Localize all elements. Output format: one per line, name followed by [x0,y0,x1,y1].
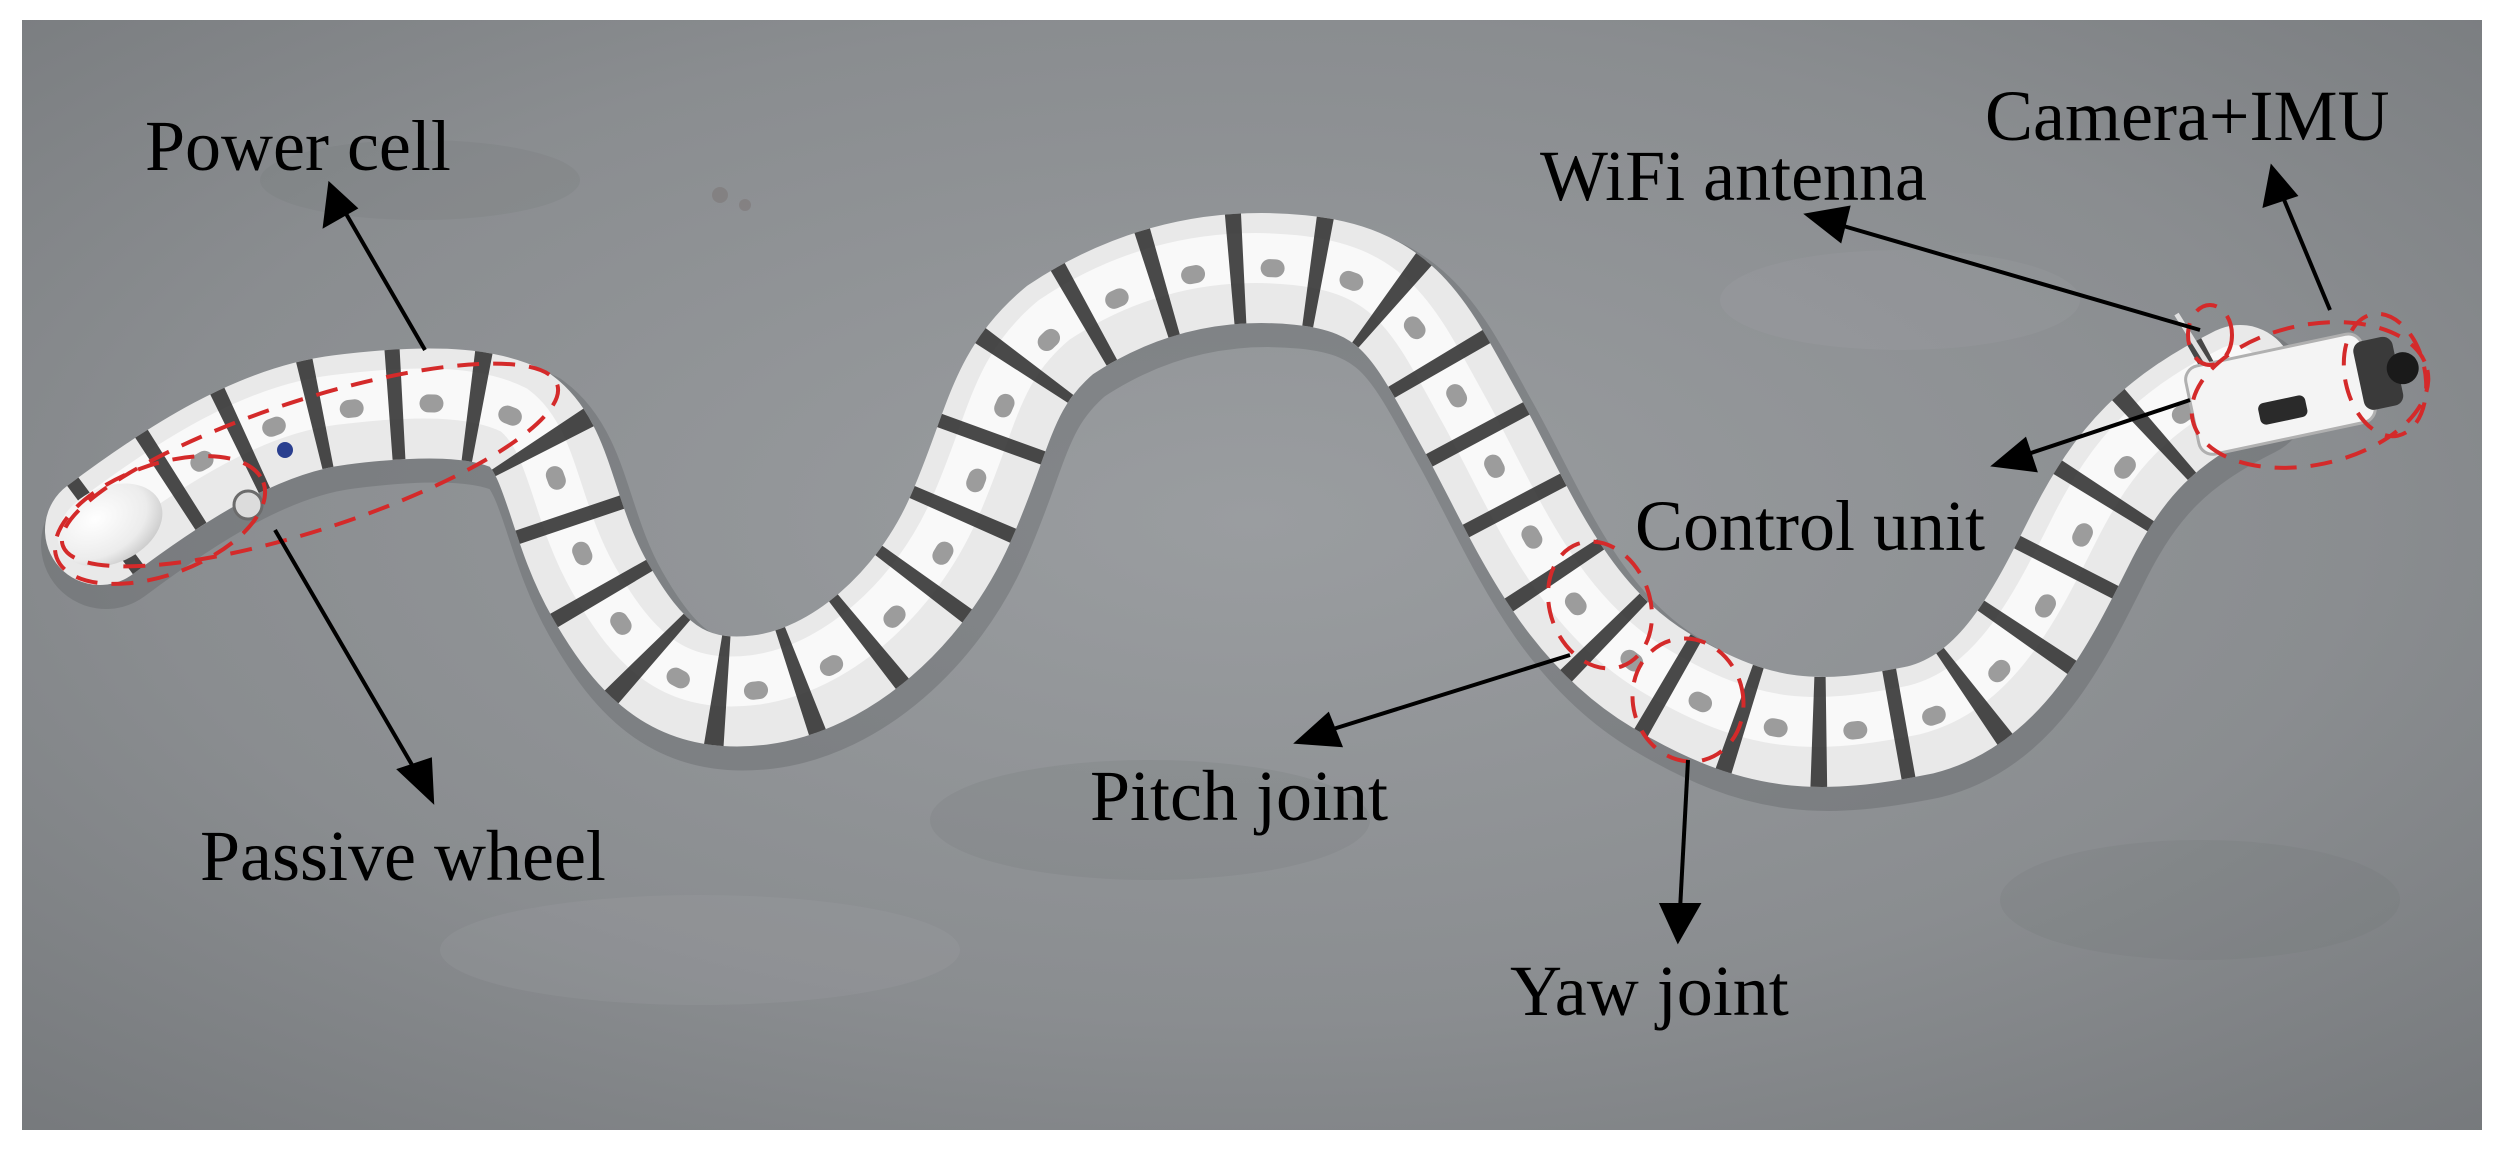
label-control-unit: Control unit [1635,486,1986,566]
yaw-joint-ellipse [1630,636,1746,764]
camera-imu-arrowhead [2262,163,2299,208]
antenna-ellipse [2186,303,2234,367]
tail-module [57,483,163,567]
control-unit-ellipse [2189,320,2431,470]
camera-ellipse [2341,311,2429,439]
floor-texture [260,140,2400,1005]
wifi-antenna-arrow [1839,223,2201,332]
label-pitch-joint: Pitch joint [1090,756,1389,836]
tail-ellipse [52,454,268,586]
power-cell-ellipse [59,361,561,569]
yaw-joint-arrow [1678,759,1690,911]
power-cell-arrowhead [322,180,359,229]
passive-wheel-arrowhead [396,757,435,805]
pitch-joint-arrow [1329,653,1571,732]
label-passive-wheel: Passive wheel [200,816,606,896]
callout-arrows [273,163,2332,945]
passive-wheel-arrow [273,528,417,772]
control-unit-arrowhead [1990,436,2038,473]
label-yaw-joint: Yaw joint [1510,951,1789,1031]
power-cell-arrow [343,210,427,352]
label-camera-imu: Camera+IMU [1985,76,2390,156]
label-power-cell: Power cell [145,106,451,186]
control-unit-arrow [2024,398,2191,457]
pitch-joint-arrowhead [1293,711,1344,748]
control-unit-head [2174,312,2419,456]
camera-imu-arrow [2278,189,2332,311]
tail-wheel [232,489,264,521]
pitch-joint-ellipse [1546,539,1654,671]
callout-ellipses [52,303,2431,764]
wifi-antenna-arrowhead [1803,205,1851,244]
label-wifi-antenna: WiFi antenna [1540,136,1927,216]
blue-marker [277,442,293,458]
yaw-joint-arrowhead [1658,903,1702,945]
